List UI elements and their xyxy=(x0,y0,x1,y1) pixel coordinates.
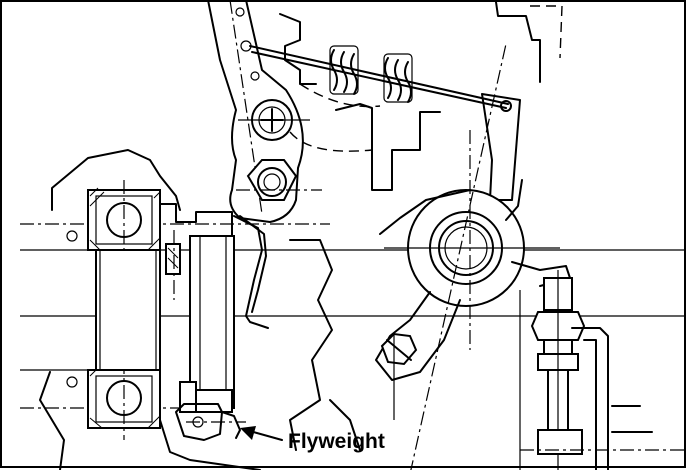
flyweight-callout-arrow xyxy=(240,426,283,441)
lower-bearing xyxy=(87,360,161,440)
crankcase-housing xyxy=(39,149,361,470)
governor-spring xyxy=(249,45,512,112)
upper-bearing xyxy=(87,180,161,260)
lever-screw xyxy=(238,99,310,141)
speed-arm xyxy=(375,43,571,470)
flyweight-label: Flyweight xyxy=(288,430,385,453)
governor-gear xyxy=(159,203,235,413)
crankshaft xyxy=(95,249,161,371)
upper-housing xyxy=(279,1,563,191)
lever-nut xyxy=(236,159,322,201)
control-rod-assembly xyxy=(519,270,686,470)
flyweight xyxy=(175,215,269,441)
